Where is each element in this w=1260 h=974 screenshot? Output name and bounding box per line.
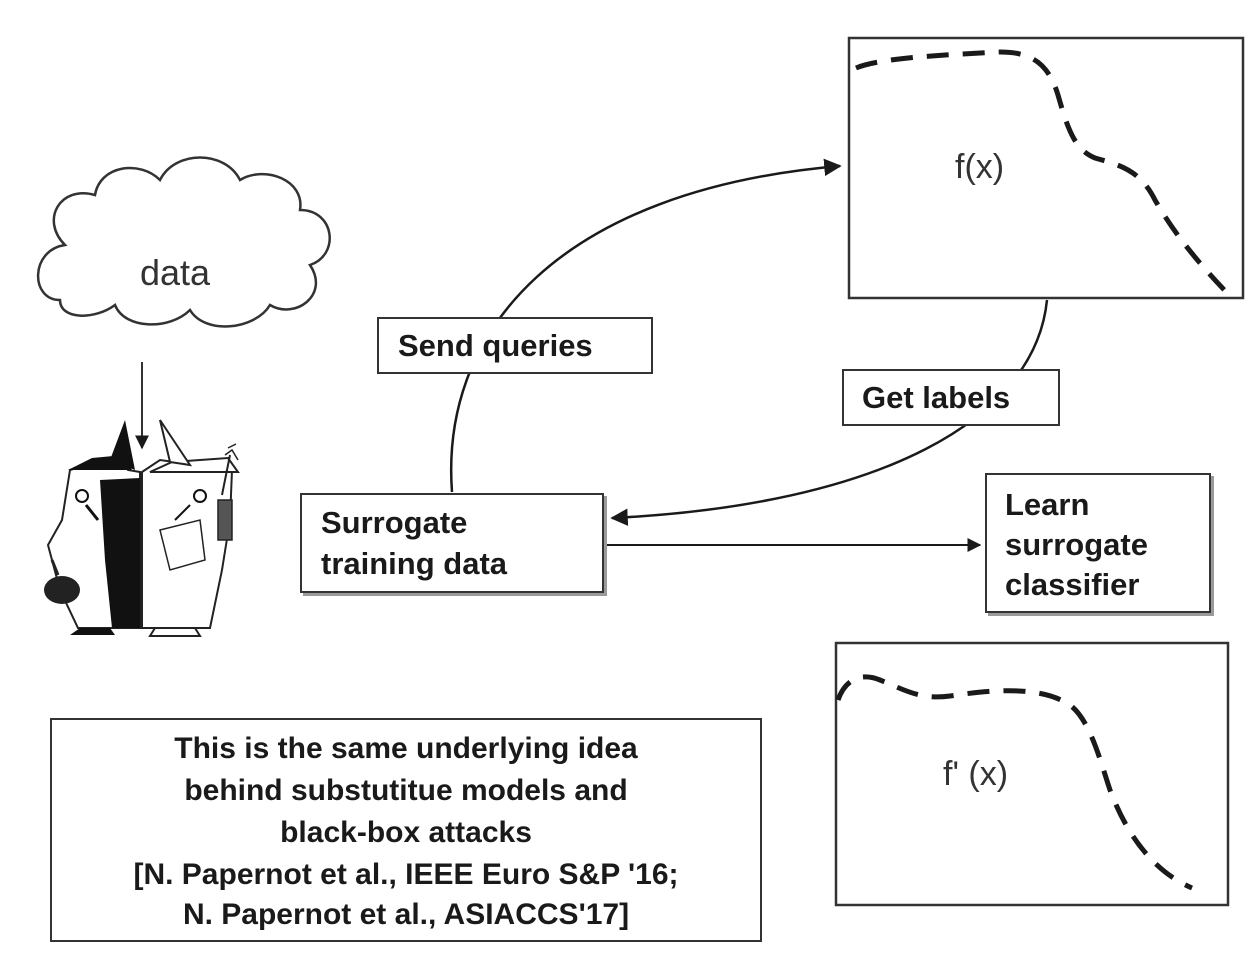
note-line3: black-box attacks [280, 816, 532, 849]
cloud-label: data [140, 252, 211, 293]
target-model-label: f(x) [955, 148, 1005, 186]
surrogate-model-label: f' (x) [943, 755, 1009, 793]
get-labels-box: Get labels [842, 369, 1060, 426]
spy-vs-spy-icon [44, 419, 240, 637]
surrogate-model-curve [835, 674, 1193, 891]
target-model-curve [855, 49, 1234, 300]
note-line5: N. Papernot et al., ASIACCS'17] [182, 898, 630, 931]
data-cloud [36, 156, 331, 328]
learn-classifier-box: Learn surrogate classifier [985, 473, 1211, 613]
note-line1: This is the same underlying idea [174, 732, 638, 765]
surrogate-training-data-box: Surrogate training data [300, 493, 604, 593]
send-queries-arrow [449, 158, 842, 493]
note-line4: [N. Papernot et al., IEEE Euro S&P '16; [133, 858, 679, 891]
surrogate-data-line2: training data [321, 546, 508, 581]
note-line2: behind substutitue models and [184, 774, 628, 807]
send-queries-label: Send queries [398, 328, 593, 363]
send-queries-box: Send queries [377, 317, 653, 374]
learn-line1: Learn [1005, 487, 1090, 522]
target-model-box [847, 36, 1245, 300]
learn-line2: surrogate [1005, 527, 1148, 562]
surrogate-data-line1: Surrogate [321, 505, 468, 540]
learn-line3: classifier [1005, 567, 1140, 602]
get-labels-label: Get labels [862, 380, 1011, 415]
surrogate-model-box [834, 641, 1230, 907]
get-labels-arrow [610, 299, 1049, 526]
note-box: This is the same underlying idea behind … [50, 718, 762, 942]
